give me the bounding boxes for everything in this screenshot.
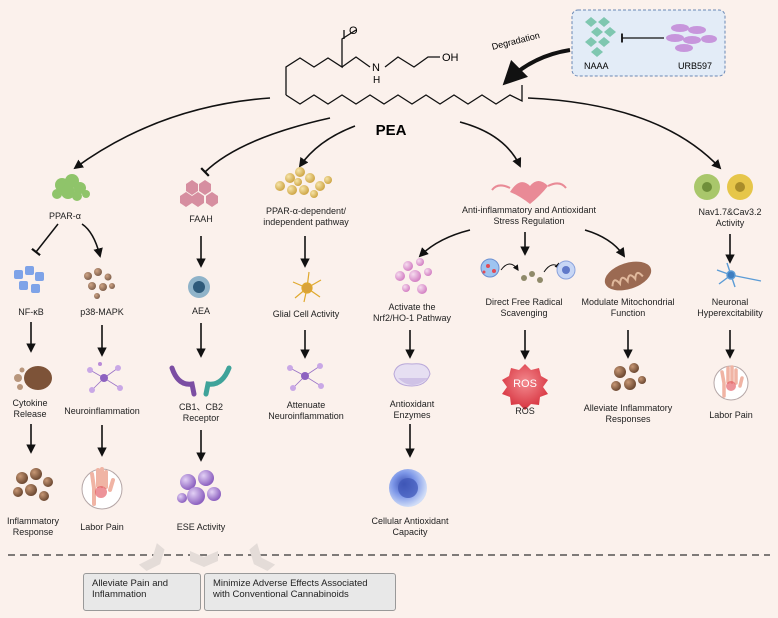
inflammatory-response-label: Inflammatory Response — [6, 516, 59, 537]
antiox-arrows — [418, 229, 626, 258]
p38-mapk-label: p38-MAPK — [80, 307, 124, 317]
nfkb-label: NF-κB — [18, 307, 44, 317]
nfkb-icon — [14, 266, 44, 293]
mito-function-label: Modulate Mitochondrial Function — [581, 297, 675, 318]
naaa-label: NAAA — [584, 61, 609, 71]
alleviate-inflammatory-label: Alleviate Inflammatory Responses — [583, 403, 673, 424]
alleviate-inflammation-icon — [611, 363, 646, 391]
aea-label: AEA — [191, 306, 210, 316]
neuroinflammation-icon — [87, 362, 123, 393]
ppar-alpha-icon — [52, 174, 90, 201]
branch-arrows — [73, 97, 722, 177]
degradation-arrow — [502, 48, 571, 86]
antioxidant-capacity-label: Cellular Antioxidant Capacity — [371, 516, 449, 537]
nav-cav-channel-icon — [694, 174, 753, 200]
urb597-icon — [666, 24, 717, 52]
outcome-box-adverse: Minimize Adverse Effects Associated with… — [204, 573, 396, 611]
neuron-icon — [716, 262, 762, 288]
ppar-to-nfkb-inhibit — [31, 223, 59, 257]
cytokine-release-label: Cytokine Release — [12, 398, 48, 419]
naaa-icon — [585, 17, 616, 57]
inflammatory-response-icon — [13, 468, 53, 501]
nrf2-pathway-icon — [395, 258, 432, 294]
ese-activity-icon — [177, 470, 221, 505]
hydroxyl-group: OH — [442, 52, 459, 64]
ros-badge-text: ROS — [513, 378, 537, 390]
neuronal-hyper-label: Neuronal Hyperexcitability — [697, 297, 763, 318]
labor-pain-hand-icon-2 — [713, 365, 749, 401]
ros-label: ROS — [515, 406, 535, 416]
nav-cav-label: Nav1.7&Cav3.2 Activity — [698, 207, 762, 228]
faah-label: FAAH — [189, 214, 213, 224]
cb-receptor-icon — [169, 365, 232, 397]
ppar-alpha-label: PPAR-α — [48, 211, 82, 221]
cb-receptor-label: CB1、CB2 Receptor — [178, 402, 224, 423]
outcome-box-pain: Alleviate Pain and Inflammation — [83, 573, 201, 611]
ppar-to-p38-arrow — [81, 223, 103, 258]
hydrogen-atom: H — [373, 75, 380, 86]
glial-cell-icon — [292, 271, 322, 303]
labor-pain-label-2: Labor Pain — [709, 410, 753, 420]
faah-icon — [180, 180, 218, 207]
aea-icon — [188, 276, 210, 298]
ppar-pathway-label: PPAR-α-dependent/ independent pathway — [263, 206, 349, 227]
urb597-label: URB597 — [678, 61, 712, 71]
p38-mapk-icon — [84, 268, 115, 299]
glial-activity-label: Glial Cell Activity — [272, 309, 340, 319]
mitochondria-icon — [604, 261, 652, 291]
antioxidant-enzymes-icon — [393, 363, 431, 387]
ros-badge: ROS — [502, 364, 548, 410]
pea-molecule — [285, 29, 523, 105]
free-radical-icon — [480, 258, 576, 283]
ese-activity-label: ESE Activity — [176, 522, 226, 532]
neuroinflammation-label: Neuroinflammation — [64, 406, 140, 416]
pea-title: PEA — [376, 122, 407, 139]
antiox-regulation-label: Anti-inflammatory and Antioxidant Stress… — [461, 205, 597, 226]
ppar-pathway-icon — [275, 167, 332, 198]
attenuate-neuro-label: Attenuate Neuroinflammation — [268, 400, 344, 421]
nrf2-label: Activate the Nrf2/HO-1 Pathway — [372, 302, 452, 323]
outcome-chevrons — [138, 543, 276, 572]
nitrogen-atom: N — [372, 62, 380, 74]
uterus-icon — [491, 181, 567, 204]
labor-pain-hand-icon — [81, 467, 123, 510]
oxygen-atom: O — [349, 25, 358, 37]
antioxidant-cell-icon — [389, 469, 427, 507]
scavenging-label: Direct Free Radical Scavenging — [485, 297, 563, 318]
cytokine-release-icon — [14, 366, 52, 390]
labor-pain-label: Labor Pain — [80, 522, 124, 532]
degradation-label: Degradation — [491, 30, 541, 52]
antioxidant-enzymes-label: Antioxidant Enzymes — [389, 399, 435, 420]
attenuate-neuro-icon — [287, 363, 324, 391]
